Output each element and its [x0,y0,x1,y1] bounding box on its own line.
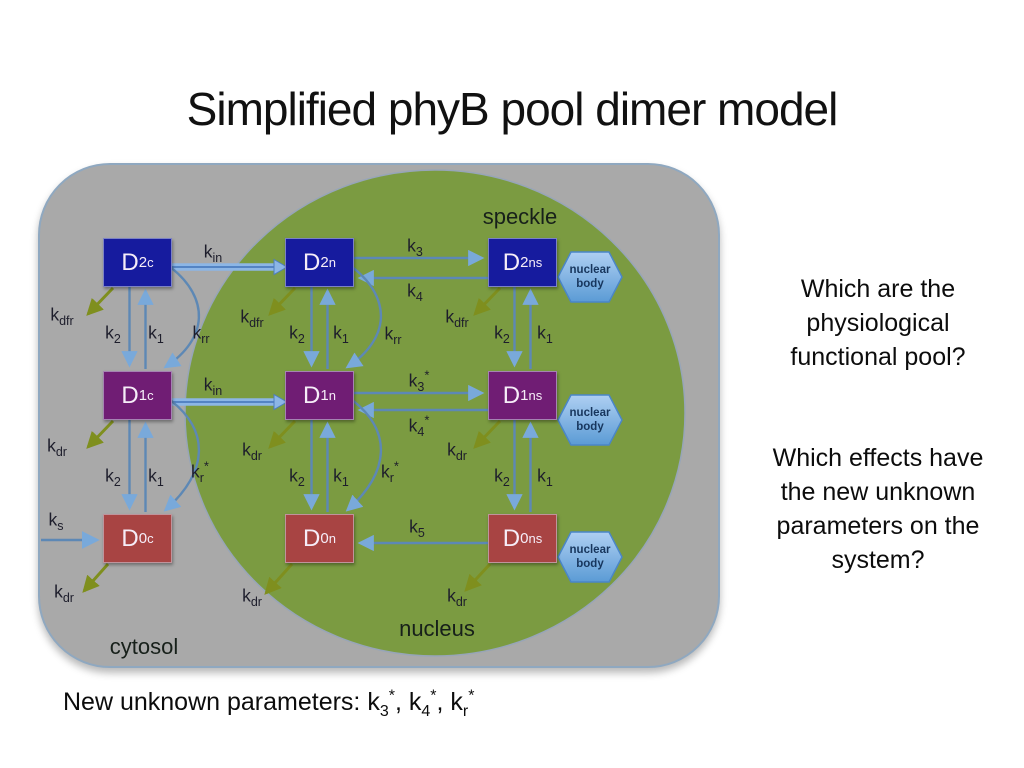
degradation-arrows [82,286,502,595]
rate-label-k2: k2 [105,465,121,489]
speckle-label: speckle [482,204,558,229]
question-line: physiological [806,309,950,337]
rate-label-kdr: kdr [54,581,74,605]
rate-label-krstar: kr* [381,458,399,485]
krr-arrow [163,267,201,369]
question-line: functional pool? [790,343,966,371]
rate-label-k4star: k4* [408,412,430,439]
kin-arrow-d2c-d2n [172,258,289,276]
rate-label-k2: k2 [494,465,510,489]
krstar-arrow [163,400,201,512]
page-title: Simplified phyB pool dimer model [186,83,839,135]
kdr-arrow [268,419,297,449]
question-functional-pool: Which are the physiological functional p… [742,272,1014,374]
rate-label-k3star: k3* [408,367,430,394]
nucleus-column-arrows [303,267,383,512]
rate-label-k1: k1 [333,465,349,489]
rate-label-kin: kin [203,241,223,265]
rate-label-k2: k2 [494,322,510,346]
krr-arrow [345,267,383,369]
speckle-exchange-arrows [354,249,488,552]
rate-label-k1: k1 [148,465,164,489]
question-line: Which effects have [772,444,984,472]
kdfr-arrow [86,286,115,316]
speckle-column-arrows [506,287,539,512]
nuclear-body-label: nuclear body [569,544,611,570]
rate-label-kdr: kdr [47,435,67,459]
kdr-arrow [86,419,115,449]
rate-label-kdr: kdr [242,585,262,609]
rate-label-k2: k2 [105,322,121,346]
nuclear-body-hexagon [557,531,623,583]
question-line: system? [831,546,925,574]
kdfr-arrow [473,286,502,316]
rate-label-kdr: kdr [447,585,467,609]
rate-label-krr: krr [384,323,402,347]
rate-label-ks: ks [48,509,64,533]
rate-label-k3: k3 [407,235,423,259]
question-parameter-effects: Which effects have the new unknown param… [737,441,1019,577]
nuclear-body-label: nuclear body [569,407,611,433]
cytosol-column-arrows [121,267,201,512]
nuclear-body-hexagons [557,251,623,583]
rate-label-kdfr: kdfr [240,306,264,330]
nucleus-label: nucleus [399,616,475,641]
kin-arrow-d1c-d1n [172,393,289,411]
nuclear-body-hexagon [557,394,623,446]
nuclear-body-label: nuclear body [569,264,611,290]
rate-label-k4: k4 [407,280,423,304]
rate-label-krr: krr [192,322,210,346]
kdr-arrow [464,562,492,592]
rate-label-k1: k1 [537,322,553,346]
bottom-note: New unknown parameters: k3*, k4*, kr* [63,687,475,720]
rate-label-krstar: kr* [191,458,209,485]
rate-label-k1: k1 [537,465,553,489]
question-line: the new unknown [780,478,976,506]
nuclear-body-hexagon [557,251,623,303]
kdr-arrow [473,419,502,449]
rate-label-kdfr: kdfr [50,304,74,328]
krstar-arrow [345,400,383,512]
kdfr-arrow [268,286,297,316]
question-line: parameters on the [776,512,980,540]
kdr-arrow [264,562,294,595]
rate-label-k1: k1 [148,322,164,346]
rate-label-k2: k2 [289,322,305,346]
rate-label-k1: k1 [333,322,349,346]
kdr-arrow [82,563,110,593]
rate-label-k5: k5 [409,516,425,540]
rate-label-kin: kin [203,374,223,398]
rate-label-kdr: kdr [242,439,262,463]
question-line: Which are the [800,275,956,303]
cytosol-label: cytosol [109,634,179,659]
rate-label-kdfr: kdfr [445,306,469,330]
rate-label-k2: k2 [289,465,305,489]
rate-label-kdr: kdr [447,439,467,463]
